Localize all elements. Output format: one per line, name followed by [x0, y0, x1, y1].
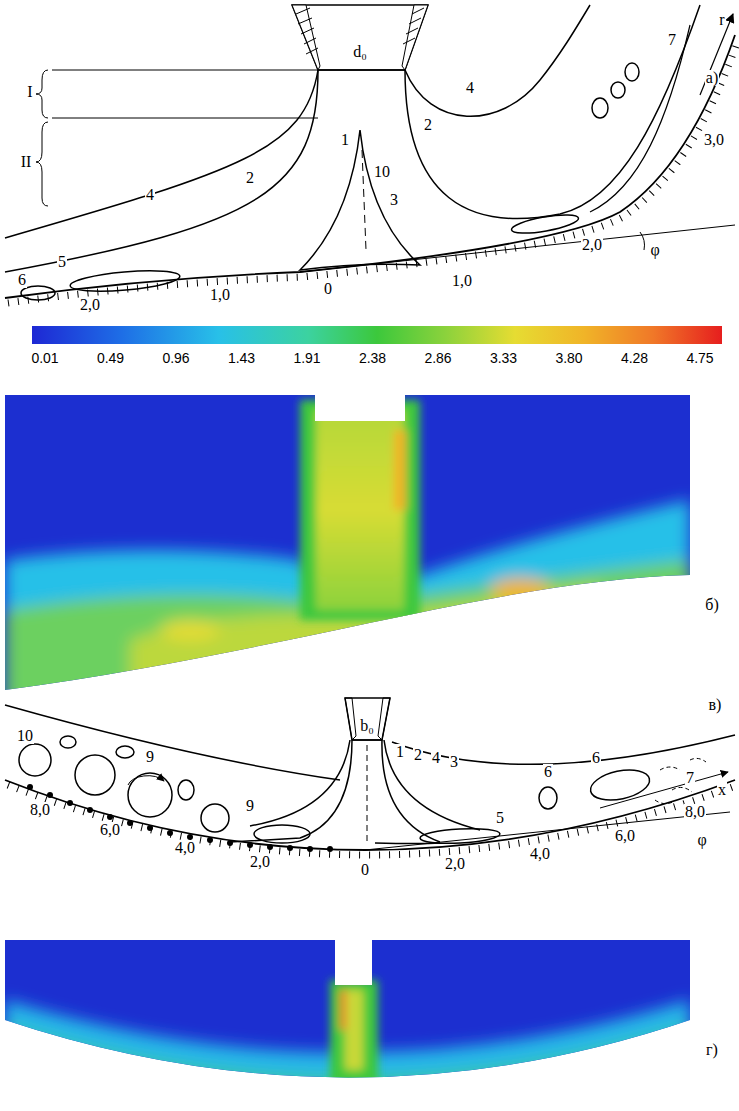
scale-value: 2.38 — [358, 351, 387, 365]
callout-number: 5 — [57, 254, 67, 270]
panel-letter: а) — [705, 70, 719, 86]
distance-mark: 2,0 — [444, 856, 466, 872]
callout-number: 7 — [667, 32, 677, 48]
panel-letter: г) — [705, 1042, 719, 1058]
callout-number: 7 — [685, 770, 695, 786]
scale-value: 1.91 — [292, 351, 321, 365]
callout-number: 6 — [543, 764, 553, 780]
scheme-a — [5, 5, 738, 303]
scale-value: 3.33 — [489, 351, 518, 365]
nozzle-size: d₀ — [352, 44, 368, 60]
callout-number: 6 — [17, 272, 27, 288]
distance-mark: 8,0 — [29, 802, 51, 818]
distance-mark: 8,0 — [684, 804, 706, 820]
nozzle-size: b₀ — [359, 718, 375, 734]
callout-number: 3 — [449, 754, 459, 770]
distance-mark: 4,0 — [174, 840, 196, 856]
axis-symbol: φ — [696, 832, 707, 848]
scale-value: 4.75 — [685, 351, 714, 365]
callout-number: 1 — [395, 744, 405, 760]
distance-mark: 6,0 — [614, 828, 636, 844]
color-scale-bar — [32, 326, 722, 344]
callout-number: 5 — [495, 810, 505, 826]
scale-value: 3.80 — [554, 351, 583, 365]
distance-mark: 2,0 — [249, 854, 271, 870]
scale-value: 4.28 — [620, 351, 649, 365]
axis-symbol: φ — [649, 242, 660, 258]
callout-number: 9 — [245, 798, 255, 814]
callout-number: 2 — [413, 747, 423, 763]
callout-number: 4 — [465, 80, 475, 96]
callout-number: 9 — [145, 749, 155, 765]
panel-letter: б) — [704, 597, 719, 613]
callout-number: 4 — [145, 187, 155, 203]
scale-value: 0.49 — [96, 351, 125, 365]
scale-value: 1.43 — [227, 351, 256, 365]
distance-mark: 2,0 — [79, 297, 101, 313]
callout-number: 1 — [340, 132, 350, 148]
scale-value: 0.96 — [161, 351, 190, 365]
velocity-field-g — [0, 935, 700, 1111]
callout-number: 3 — [389, 192, 399, 208]
callout-number: 10 — [373, 164, 391, 180]
panel-letter: в) — [708, 697, 723, 713]
velocity-field-b — [0, 390, 700, 720]
distance-mark: 4,0 — [529, 846, 551, 862]
axis-symbol: x — [717, 782, 727, 798]
callout-number: 2 — [423, 117, 433, 133]
callout-number: 4 — [431, 750, 441, 766]
zone-number: II — [20, 154, 33, 170]
distance-mark: 1,0 — [451, 273, 473, 289]
distance-mark: 0 — [323, 281, 333, 297]
axis-symbol: r — [718, 12, 725, 28]
distance-mark: 6,0 — [99, 822, 121, 838]
distance-mark: 3,0 — [703, 132, 725, 148]
callout-number: 10 — [16, 728, 34, 744]
scale-value: 2.86 — [423, 351, 452, 365]
scale-value: 0.01 — [30, 351, 59, 365]
scheme-v — [5, 698, 738, 855]
distance-mark: 2,0 — [581, 237, 603, 253]
callout-number: 6 — [591, 750, 601, 766]
distance-mark: 1,0 — [209, 287, 231, 303]
zone-number: I — [26, 84, 33, 100]
callout-number: 2 — [245, 170, 255, 186]
distance-mark: 0 — [360, 862, 370, 878]
